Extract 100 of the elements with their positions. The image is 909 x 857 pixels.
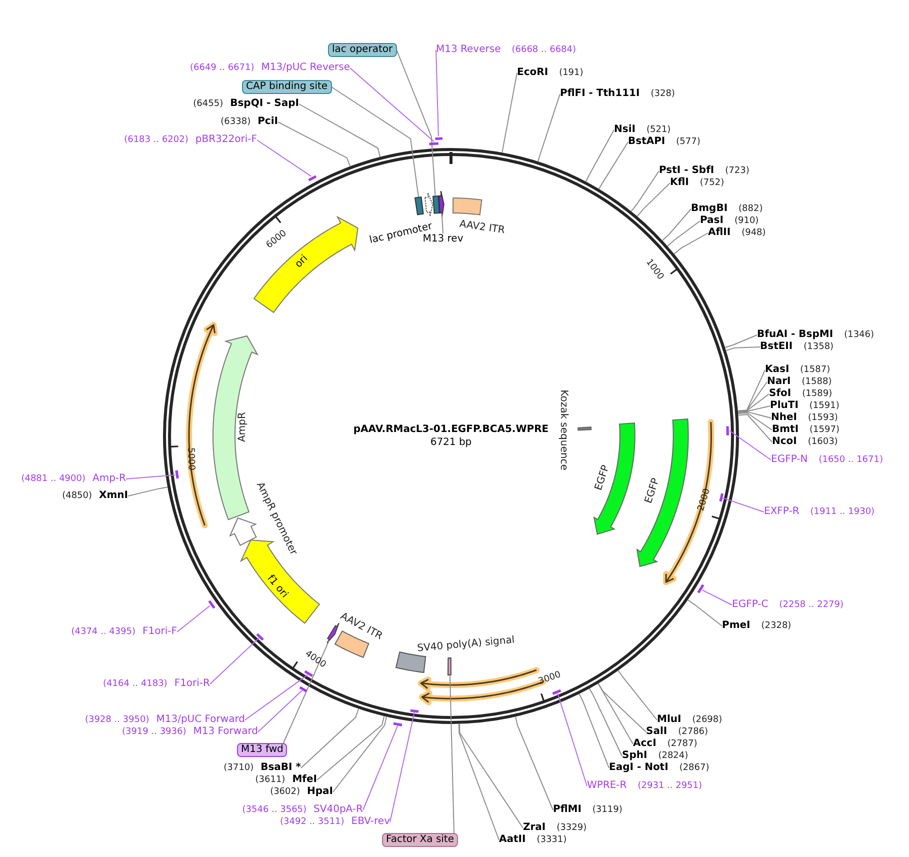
- primer-name: pBR322ori-F: [195, 134, 257, 146]
- cut-position: (1588): [802, 376, 832, 388]
- cut-position: (577): [676, 136, 700, 148]
- cut-position: (882): [738, 203, 763, 215]
- enzyme-name: PmeI: [722, 620, 750, 632]
- leader-line: [458, 723, 500, 840]
- enzyme-name: BsaBI *: [260, 762, 301, 774]
- leader-line: [674, 232, 708, 254]
- primer-position: (2931 .. 2951): [638, 780, 702, 792]
- cut-position: (1593): [808, 412, 838, 424]
- scale-label: 2000: [697, 488, 713, 513]
- cut-position: (3329): [556, 822, 587, 834]
- enzyme-name: AccI: [633, 738, 656, 750]
- leader-line: [350, 68, 435, 142]
- enzyme-name: MluI: [657, 714, 682, 726]
- leader-line: [441, 212, 444, 234]
- enzyme-name: KflI: [670, 177, 689, 189]
- primer-position: (6668 .. 6684): [512, 44, 576, 56]
- enzyme-name: SfoI: [769, 388, 792, 400]
- primer-name: EGFP-C: [732, 599, 768, 611]
- leader-line: [278, 122, 351, 167]
- primer-name: EBV-rev: [351, 816, 390, 828]
- feature-label: f1 ori: [264, 574, 290, 600]
- leader-line: [618, 670, 658, 720]
- enzyme-name: BfuAI - BspMI: [757, 329, 834, 341]
- enzyme-name: NheI: [771, 412, 797, 424]
- enzyme-name: PasI: [700, 215, 724, 227]
- plasmid-name: pAAV.RMacL3-01.EGFP.BCA5.WPRE: [353, 425, 549, 435]
- enzyme-name: XmnI: [99, 490, 128, 502]
- enzyme-name: KasI: [765, 364, 790, 376]
- cut-position: (1603): [808, 436, 838, 448]
- enzyme-name: BmtI: [772, 424, 799, 436]
- leader-line: [662, 208, 692, 241]
- enzyme-name: PluTI: [770, 400, 798, 412]
- leader-line: [737, 370, 766, 412]
- cut-position: (1589): [802, 388, 832, 400]
- scale-label: 5000: [185, 448, 195, 471]
- leader-line: [258, 690, 302, 732]
- leader-line: [390, 712, 415, 822]
- cut-position: (2786): [678, 726, 708, 738]
- leader-line: [362, 726, 398, 810]
- cut-position: (3331): [536, 834, 567, 846]
- feature-label: EGFP: [594, 464, 612, 492]
- primer-name: Amp-R: [92, 473, 126, 485]
- feature-label: SV40 poly(A) signal: [416, 636, 516, 654]
- enzyme-name: NsiI: [614, 124, 636, 136]
- enzyme-name: PciI: [258, 116, 278, 128]
- leader-line: [557, 693, 588, 786]
- leader-line: [724, 334, 758, 348]
- enzyme-name: SalI: [646, 726, 668, 738]
- feature-label: ori: [294, 254, 310, 270]
- leader-line: [636, 182, 670, 217]
- primer-position: (1911 .. 1930): [810, 506, 875, 518]
- leader-line: [396, 50, 436, 196]
- cut-position: (1346): [844, 329, 874, 341]
- leader-line: [316, 716, 385, 780]
- primer-position: (4881 .. 4900): [21, 473, 86, 485]
- enzyme-name: PflFI - Tth111I: [560, 88, 640, 100]
- leader-line: [244, 674, 308, 720]
- enzyme-name: AatII: [499, 834, 526, 846]
- leader-line: [687, 599, 722, 626]
- enzyme-name: BstEII: [760, 341, 793, 353]
- enzyme-name: MfeI: [292, 774, 317, 786]
- leader-line: [738, 411, 772, 418]
- primer-position: (1650 .. 1671): [818, 454, 883, 466]
- enzyme-name: EcoRI: [517, 67, 548, 79]
- leader-line: [598, 683, 634, 744]
- cut-position: (6455): [193, 98, 224, 110]
- leader-line: [598, 682, 646, 732]
- feature-label: EGFP: [644, 477, 662, 505]
- leader-line: [738, 412, 772, 430]
- cut-position: (1597): [810, 424, 840, 436]
- cut-position: (910): [734, 215, 759, 227]
- cut-position: (948): [742, 227, 766, 239]
- primer-name: F1ori-F: [142, 626, 177, 638]
- cut-position: (2787): [667, 738, 698, 750]
- leader-line: [449, 676, 455, 834]
- leader-line: [729, 430, 772, 460]
- enzyme-name: BstAPI: [628, 136, 666, 148]
- enzyme-name: NarI: [767, 376, 791, 388]
- leader-line: [210, 638, 260, 684]
- cut-position: (3710): [224, 762, 254, 774]
- plasmid-size: 6721 bp: [430, 438, 472, 448]
- primer-name: WPRE-R: [587, 780, 627, 792]
- cut-position: (1587): [800, 364, 830, 376]
- leader-line: [256, 140, 312, 177]
- cut-position: (1358): [804, 341, 834, 353]
- cut-position: (521): [646, 124, 671, 136]
- enzyme-name: BmgBI: [691, 203, 728, 215]
- primer-position: (6649 .. 6671): [190, 62, 254, 74]
- primer-position: (3546 .. 3565): [242, 804, 307, 816]
- enzyme-name: PflMI: [553, 804, 582, 816]
- feature-label: AAV2 ITR: [338, 612, 384, 642]
- feature-callout: CAP binding site: [242, 80, 332, 94]
- primer-position: (3492 .. 3511): [280, 816, 344, 828]
- feature-callout: M13 fwd: [237, 743, 288, 757]
- leader-line: [585, 130, 614, 182]
- feature-label: Kozak sequence: [558, 390, 568, 470]
- feature-label: AmpR: [238, 412, 248, 442]
- primer-name: EXFP-R: [764, 506, 800, 518]
